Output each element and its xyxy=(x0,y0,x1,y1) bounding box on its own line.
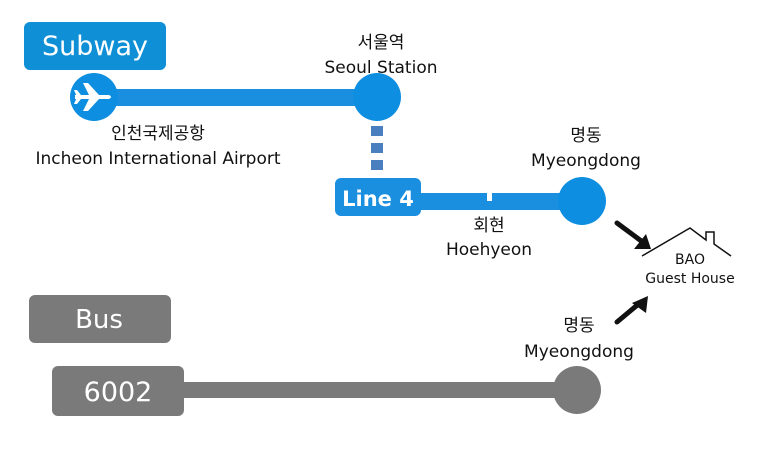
airport-label-en: Incheon International Airport xyxy=(35,149,280,169)
myeongdong-bus-dot xyxy=(553,366,601,414)
line4-badge xyxy=(335,178,421,216)
arrow-from-subway xyxy=(614,220,647,246)
line4-label: Line 4 xyxy=(342,187,414,211)
subway-badge xyxy=(24,22,166,70)
arrow-from-bus-head xyxy=(632,296,648,313)
seoul-station-dot xyxy=(353,73,401,121)
guesthouse-name-line2: Guest House xyxy=(645,271,734,287)
seoul-station-label-ko: 서울역 xyxy=(358,33,405,53)
bus-title: Bus xyxy=(75,305,123,335)
guesthouse-name-line1: BAO xyxy=(675,252,705,268)
myeongdong-bus-label-en: Myeongdong xyxy=(524,342,634,362)
seoul-station-label-en: Seoul Station xyxy=(325,58,438,78)
bus-route-badge xyxy=(52,366,184,416)
hoehyeon-label-ko: 회현 xyxy=(473,216,504,236)
bus-badge xyxy=(29,295,171,343)
airport-label-ko: 인천국제공항 xyxy=(111,124,205,144)
hoehyeon-label-en: Hoehyeon xyxy=(446,240,532,260)
bus-route-number: 6002 xyxy=(84,377,153,408)
myeongdong-subway-dot xyxy=(558,177,606,225)
airplane-icon xyxy=(74,83,111,111)
myeongdong-subway-label-en: Myeongdong xyxy=(531,151,641,171)
line4-track xyxy=(415,193,590,210)
subway-title: Subway xyxy=(42,31,148,62)
house-icon xyxy=(641,227,732,257)
bus-line xyxy=(170,382,580,398)
myeongdong-bus-label-ko: 명동 xyxy=(563,316,594,336)
airport-line xyxy=(90,89,380,106)
transfer-connector xyxy=(371,126,383,170)
hoehyeon-tick xyxy=(487,191,492,201)
arrow-from-subway-head xyxy=(634,234,651,249)
myeongdong-subway-label-ko: 명동 xyxy=(570,126,601,146)
